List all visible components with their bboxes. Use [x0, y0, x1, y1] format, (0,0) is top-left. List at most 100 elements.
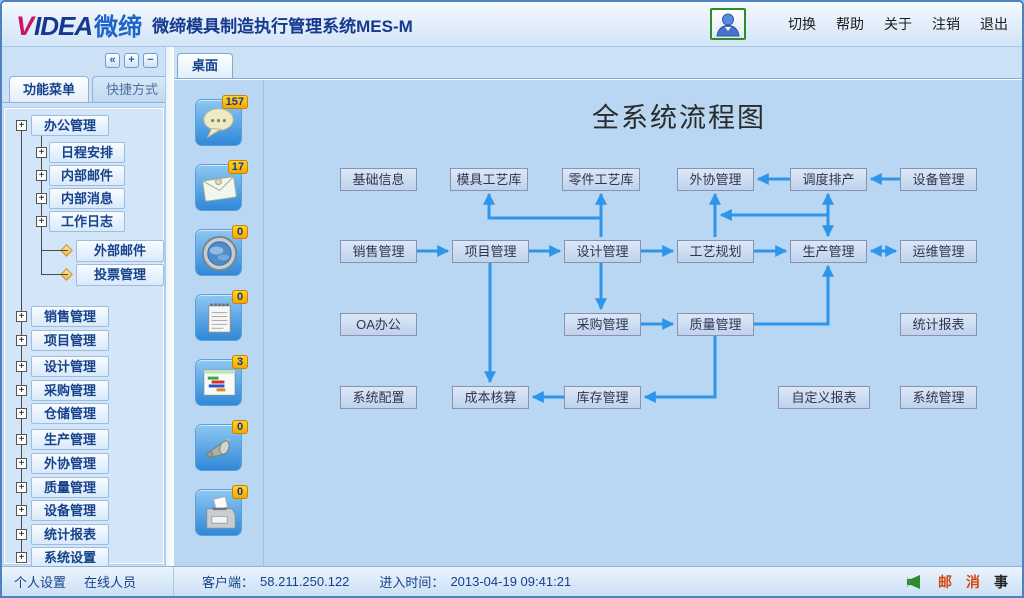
flow-box-basic-info[interactable]: 基础信息: [340, 168, 417, 191]
expander-icon[interactable]: +: [16, 120, 27, 131]
status-bar: 个人设置 在线人员 客户端：58.211.250.122 进入时间：2013-0…: [2, 566, 1022, 596]
flow-box-cost[interactable]: 成本核算: [452, 386, 529, 409]
sidebar-item-vote[interactable]: 投票管理: [76, 264, 164, 286]
expander-icon[interactable]: +: [16, 361, 27, 372]
sidebar-item-schedule[interactable]: 日程安排: [49, 142, 125, 163]
expander-icon[interactable]: +: [16, 335, 27, 346]
logo-text-cn: 微缔: [94, 13, 143, 41]
tab-desktop[interactable]: 桌面: [177, 53, 233, 78]
flow-box-inventory[interactable]: 库存管理: [564, 386, 641, 409]
expander-icon[interactable]: +: [16, 408, 27, 419]
flow-box-production[interactable]: 生产管理: [790, 240, 867, 263]
flow-box-report[interactable]: 统计报表: [900, 313, 977, 336]
flow-box-project[interactable]: 项目管理: [452, 240, 529, 263]
tab-function-menu[interactable]: 功能菜单: [9, 76, 89, 102]
expander-icon[interactable]: +: [36, 216, 47, 227]
ballot-box-glyph: [206, 496, 236, 529]
sidebar-item-production[interactable]: 生产管理: [31, 429, 109, 450]
sidebar-item-warehouse[interactable]: 仓储管理: [31, 403, 109, 424]
gantt-glyph: [203, 369, 236, 396]
flow-box-mold-process[interactable]: 模具工艺库: [450, 168, 528, 191]
sidebar-item-internal-mail[interactable]: 内部邮件: [49, 165, 125, 186]
badge-count: 17: [227, 160, 248, 174]
link-exit[interactable]: 退出: [980, 16, 1008, 32]
flow-box-sales[interactable]: 销售管理: [340, 240, 417, 263]
expander-icon[interactable]: +: [36, 147, 47, 158]
sidebar-item-internal-message[interactable]: 内部消息: [49, 188, 125, 209]
sidebar-item-work-log[interactable]: 工作日志: [49, 211, 125, 232]
main-area: 桌面 157: [174, 47, 1022, 566]
expander-icon[interactable]: +: [16, 458, 27, 469]
sidebar-item-sales[interactable]: 销售管理: [31, 306, 109, 327]
flow-box-scheduling[interactable]: 调度排产: [790, 168, 867, 191]
flow-box-purchase[interactable]: 采购管理: [564, 313, 641, 336]
ballot-box-icon[interactable]: 0: [195, 485, 248, 536]
online-users-link[interactable]: 在线人员: [84, 575, 137, 590]
flow-box-equipment[interactable]: 设备管理: [900, 168, 977, 191]
flowchart-title: 全系统流程图: [592, 103, 766, 133]
tray-mail-icon[interactable]: 邮: [938, 573, 952, 590]
desktop-content: 157 17: [174, 79, 1022, 566]
expander-icon[interactable]: +: [16, 529, 27, 540]
expander-icon[interactable]: +: [36, 170, 47, 181]
flow-box-custom-report[interactable]: 自定义报表: [778, 386, 870, 409]
expander-icon[interactable]: +: [16, 434, 27, 445]
link-about[interactable]: 关于: [884, 16, 912, 32]
expander-icon[interactable]: +: [16, 482, 27, 493]
sidebar-item-project[interactable]: 项目管理: [31, 330, 109, 351]
flow-box-sys-config[interactable]: 系统配置: [340, 386, 417, 409]
logo-text-idea: IDEA: [34, 10, 93, 41]
sidebar-item-quality[interactable]: 质量管理: [31, 477, 109, 498]
login-time: 2013-04-19 09:41:21: [450, 574, 572, 589]
expander-icon[interactable]: +: [36, 193, 47, 204]
expander-icon[interactable]: +: [16, 385, 27, 396]
flow-box-quality[interactable]: 质量管理: [677, 313, 754, 336]
globe-icon[interactable]: 0: [195, 225, 248, 276]
link-switch[interactable]: 切换: [788, 16, 816, 32]
expander-icon[interactable]: +: [16, 311, 27, 322]
header-links: 切换 帮助 关于 注销 退出: [788, 14, 1008, 34]
collapse-sidebar-button[interactable]: «: [105, 53, 120, 68]
speaker-icon[interactable]: [904, 574, 924, 590]
sidebar-item-equipment[interactable]: 设备管理: [31, 500, 109, 521]
tree-line: [41, 274, 68, 275]
notepad-icon[interactable]: 0: [195, 290, 248, 341]
login-time-label: 进入时间：: [379, 575, 445, 590]
sidebar-item-settings[interactable]: 系统设置: [31, 547, 109, 568]
link-logout[interactable]: 注销: [932, 16, 960, 32]
flow-box-oa[interactable]: OA办公: [340, 313, 417, 336]
logo-letter-v: V: [16, 10, 35, 41]
sidebar-item-purchase[interactable]: 采购管理: [31, 380, 109, 401]
envelope-icon[interactable]: 17: [195, 160, 248, 211]
tray-event-icon[interactable]: 事: [994, 573, 1008, 590]
expander-icon[interactable]: +: [16, 552, 27, 563]
function-menu-tree: + + + + + + + + + + + + + + + + 办公管理 日程安…: [3, 107, 165, 568]
badge-count: 3: [232, 355, 248, 369]
flow-box-outsourcing[interactable]: 外协管理: [677, 168, 754, 191]
personal-settings-link[interactable]: 个人设置: [14, 575, 67, 590]
sidebar-item-reports[interactable]: 统计报表: [31, 524, 109, 545]
tree-line: [41, 250, 68, 251]
tab-shortcuts[interactable]: 快捷方式: [92, 76, 172, 102]
sidebar-item-external-mail[interactable]: 外部邮件: [76, 240, 164, 262]
tray-message-icon[interactable]: 消: [966, 573, 980, 590]
expander-icon[interactable]: +: [16, 505, 27, 516]
flow-box-sys-manage[interactable]: 系统管理: [900, 386, 977, 409]
megaphone-icon[interactable]: 0: [195, 420, 248, 471]
app-dock: 157 17: [174, 80, 264, 566]
sidebar-splitter[interactable]: [165, 47, 174, 566]
sidebar-item-office[interactable]: 办公管理: [31, 115, 109, 136]
flow-box-process-plan[interactable]: 工艺规划: [677, 240, 754, 263]
sidebar-item-outsourcing[interactable]: 外协管理: [31, 453, 109, 474]
link-help[interactable]: 帮助: [836, 16, 864, 32]
flow-box-maintenance[interactable]: 运维管理: [900, 240, 977, 263]
user-avatar-icon[interactable]: [710, 8, 746, 40]
gantt-chart-icon[interactable]: 3: [195, 355, 248, 406]
sidebar-item-design[interactable]: 设计管理: [31, 356, 109, 377]
collapse-all-button[interactable]: −: [143, 53, 158, 68]
chat-bubble-icon[interactable]: 157: [195, 95, 248, 146]
flow-box-design[interactable]: 设计管理: [564, 240, 641, 263]
flow-box-part-process[interactable]: 零件工艺库: [562, 168, 640, 191]
expand-all-button[interactable]: +: [124, 53, 139, 68]
